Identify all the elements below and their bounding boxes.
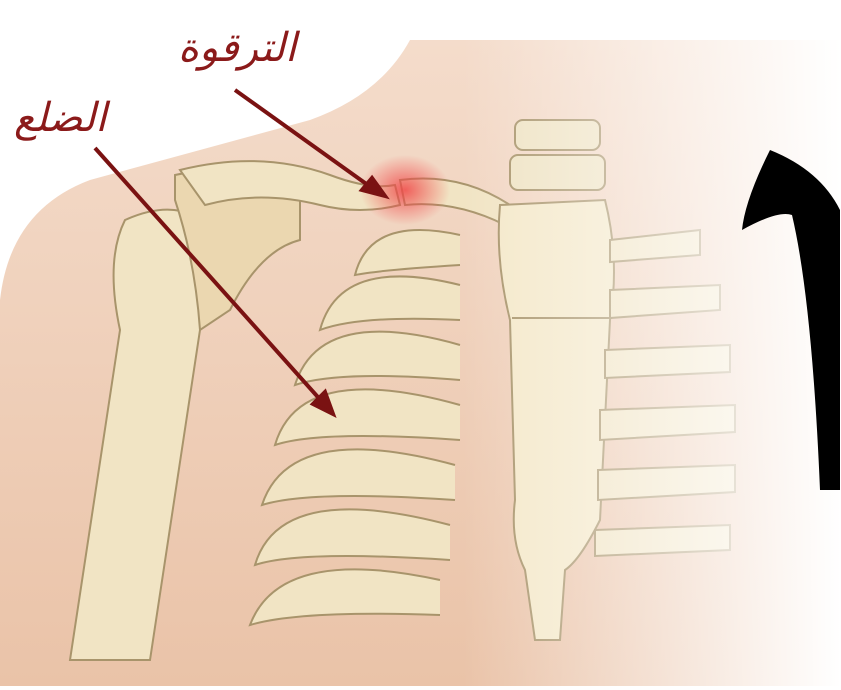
clavicle-label: الترقوة (178, 28, 296, 68)
rib-label: الضلع (14, 98, 107, 138)
